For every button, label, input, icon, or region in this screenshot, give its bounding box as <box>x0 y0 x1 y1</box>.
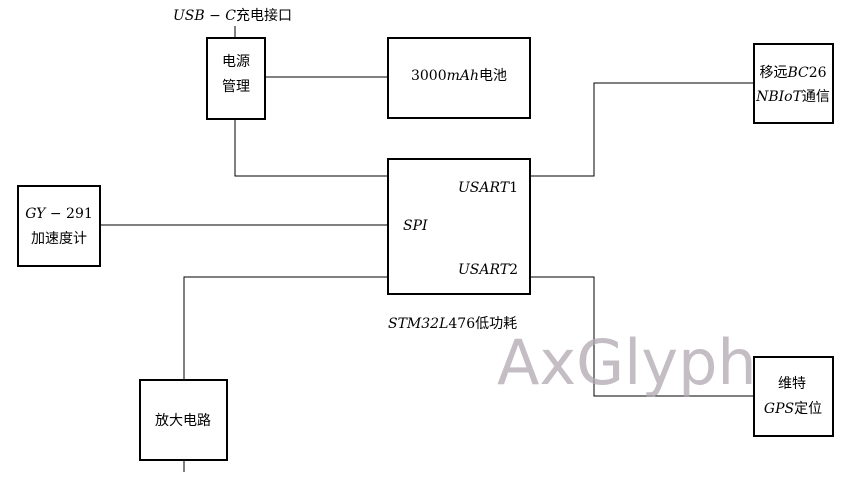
power-management-block: 电源 管理 <box>206 37 266 120</box>
nbiot-module-block: 移远BC26 NBIoT通信 <box>753 43 834 124</box>
nbiot-label-num: 26 <box>809 65 827 81</box>
watermark: AxGlyph <box>497 326 757 399</box>
battery-block: 3000mAh电池 <box>387 37 531 119</box>
accelerometer-label-line2: 加速度计 <box>31 231 87 247</box>
nbiot-label-line2-text: 通信 <box>802 89 830 105</box>
nbiot-label-italic: BC <box>786 65 809 81</box>
battery-label-num: 3000 <box>411 68 447 84</box>
battery-label-text: 电池 <box>479 68 507 84</box>
nbiot-label-text: 移远 <box>759 65 787 81</box>
usb-port-label-text: 充电接口 <box>236 7 292 24</box>
mcu-port-usart2-italic: USART <box>458 262 511 278</box>
gps-module-label-line1: 维特 <box>778 376 806 392</box>
wire-power-to-mcu <box>234 119 388 177</box>
amplifier-block: 放大电路 <box>139 379 228 461</box>
nbiot-module-label-line2: NBIoT通信 <box>755 89 830 105</box>
accelerometer-box <box>17 185 101 267</box>
accelerometer-block: GY − 291 加速度计 <box>17 185 101 267</box>
mcu-box <box>387 158 531 295</box>
amplifier-label: 放大电路 <box>155 413 211 429</box>
accelerometer-label-italic: GY <box>25 206 47 222</box>
gps-label-text: 定位 <box>794 401 822 417</box>
battery-label: 3000mAh电池 <box>411 68 507 84</box>
usb-port-label-italic: USB − C <box>173 8 236 24</box>
accelerometer-label-line1: GY − 291 <box>25 206 93 222</box>
accelerometer-label-num: − 291 <box>45 206 92 222</box>
mcu-port-spi: SPI <box>403 218 428 234</box>
mcu-port-usart2-num: 2 <box>509 262 518 278</box>
power-management-label-line1: 电源 <box>222 54 250 70</box>
nbiot-label-line2-italic: NBIoT <box>755 89 803 105</box>
nbiot-module-box <box>753 43 834 124</box>
mcu-caption: STM32L476低功耗 <box>388 316 517 332</box>
mcu-caption-italic: STM32L <box>388 316 448 332</box>
power-management-label-line2: 管理 <box>222 79 250 95</box>
mcu-caption-num: 476 <box>448 316 475 332</box>
gps-module-block: 维特 GPS定位 <box>753 356 834 437</box>
amplifier-box <box>139 379 228 461</box>
nbiot-module-label-line1: 移远BC26 <box>759 65 826 81</box>
wires <box>100 26 754 472</box>
gps-label-italic: GPS <box>764 401 794 417</box>
wire-mcu-to-amplifier <box>183 276 388 380</box>
wire-mcu-usart2-to-gps <box>530 276 754 397</box>
battery-box <box>387 37 531 119</box>
mcu-block: USART1 SPI USART2 STM32L476低功耗 <box>387 158 531 332</box>
battery-label-italic: mAh <box>447 68 479 84</box>
usb-port-label: USB − C充电接口 <box>173 7 292 24</box>
power-management-box <box>206 37 266 120</box>
mcu-caption-text: 低功耗 <box>475 316 517 332</box>
gps-module-label-line2: GPS定位 <box>764 401 822 417</box>
mcu-port-usart1-italic: USART <box>458 180 511 196</box>
mcu-port-usart2: USART2 <box>458 262 518 278</box>
wire-mcu-usart1-to-nbiot <box>530 82 754 177</box>
mcu-port-usart1: USART1 <box>458 180 518 196</box>
mcu-port-usart1-num: 1 <box>509 180 518 196</box>
gps-module-box <box>753 356 834 437</box>
